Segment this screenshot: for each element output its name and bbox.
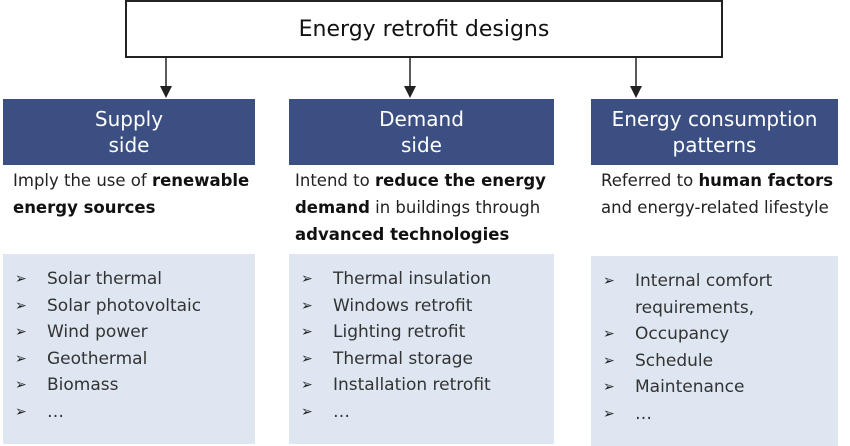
demand-side-list: ➢ Thermal insulation ➢ Windows retrofit ➢ Lig… [289, 254, 554, 444]
list-item-label: Solar thermal [47, 269, 163, 289]
list-item-label: Maintenance [635, 377, 745, 397]
column-supply-side: Supply side Imply the use of renewable e… [3, 99, 255, 444]
list-item: ➢ Windows retrofit [301, 293, 554, 320]
list-item-label: Schedule [635, 350, 714, 371]
list-item-label: Solar photovoltaic [47, 295, 202, 316]
description-emphasis: advanced technologies [295, 225, 510, 244]
arrow-bullet-icon: ➢ [301, 324, 313, 340]
column-demand-side: Demand side Intend to reduce the energy … [289, 99, 554, 444]
list-item: ➢… [301, 399, 554, 426]
arrow-bullet-icon: ➢ [603, 379, 615, 395]
supply-side-header: Supply side [3, 99, 255, 165]
list-item-label: Thermal insulation [333, 269, 492, 289]
arrow-bullet-icon: ➢ [301, 297, 313, 314]
description-text: Referred to [601, 171, 699, 190]
header-line: side [401, 133, 442, 157]
list-item-label: … [333, 401, 350, 422]
consumption-patterns-description: Referred to human factors and energy-rel… [591, 165, 838, 249]
list-item: ➢ Lighting retrofit [301, 319, 554, 346]
description-text: Intend to [295, 171, 375, 190]
list-item: ➢ Geothermal [15, 346, 255, 373]
list-item: ➢ Solar thermal [15, 266, 255, 293]
list-item-label: Biomass [47, 375, 119, 395]
list-item-label: Thermal storage [333, 348, 473, 369]
demand-side-header: Demand side [289, 99, 554, 165]
arrow-bullet-icon: ➢ [301, 377, 313, 393]
list-item-label: … [635, 403, 652, 424]
description-text: in buildings through [369, 198, 541, 217]
list-item: ➢… [15, 399, 255, 426]
arrow-bullet-icon: ➢ [15, 324, 27, 340]
arrow-bullet-icon: ➢ [301, 271, 313, 287]
description-emphasis: human factors [698, 171, 834, 190]
description-text: Imply the use of [13, 171, 152, 190]
arrow-bullet-icon: ➢ [15, 377, 27, 393]
list-item-label: Geothermal [47, 348, 148, 369]
list-item: ➢ Thermal insulation [301, 266, 554, 293]
description-emphasis: renewable energy sources [13, 171, 250, 217]
list-item: ➢ Wind power [15, 319, 255, 346]
arrow-bullet-icon: ➢ [15, 403, 27, 420]
description-text: and energy-related lifestyle [601, 198, 829, 217]
header-line: Demand [379, 107, 464, 131]
arrow-bullet-icon: ➢ [603, 273, 615, 289]
arrow-bullet-icon: ➢ [15, 271, 27, 287]
column-consumption-patterns: Energy consumption patterns Referred to … [591, 99, 838, 446]
header-line: side [108, 133, 150, 157]
list-item-label: Installation retrofit [333, 375, 491, 395]
list-item-label: Lighting retrofit [333, 322, 466, 342]
arrow-bullet-icon: ➢ [301, 403, 313, 420]
arrow-bullet-icon: ➢ [15, 350, 27, 367]
header-line: Energy consumption [611, 107, 818, 131]
consumption-patterns-header: Energy consumption patterns [591, 99, 838, 165]
header-line: patterns [672, 133, 757, 157]
arrow-bullet-icon: ➢ [603, 405, 615, 422]
consumption-patterns-list: ➢ Internal comfort requirements, ➢ Occupanc… [591, 256, 838, 446]
description-emphasis: reduce the energy demand [295, 171, 546, 217]
list-item: ➢ Maintenance [603, 374, 838, 401]
arrow-bullet-icon: ➢ [603, 352, 615, 369]
list-item: ➢… [603, 401, 838, 428]
list-item-label: Wind power [47, 322, 148, 342]
supply-side-description: Imply the use of renewable energy source… [3, 165, 255, 249]
arrow-bullet-icon: ➢ [15, 297, 27, 314]
arrow-bullet-icon: ➢ [301, 350, 313, 367]
list-item: ➢ Thermal storage [301, 346, 554, 373]
list-item: ➢ Occupancy [603, 321, 838, 348]
list-item: ➢ Internal comfort requirements, [603, 268, 838, 321]
list-item-label: Internal comfort requirements, [635, 271, 773, 318]
list-item: ➢ Biomass [15, 372, 255, 399]
diagram-title: Energy retrofit designs [125, 0, 723, 58]
list-item: ➢ Installation retrofit [301, 372, 554, 399]
list-item-label: Occupancy [635, 324, 730, 344]
list-item: ➢ Schedule [603, 348, 838, 375]
header-line: Supply [94, 107, 164, 131]
supply-side-list: ➢ Solar thermal ➢ Solar photovoltaic ➢ Wind p… [3, 254, 255, 444]
list-item: ➢ Solar photovoltaic [15, 293, 255, 320]
list-item-label: Windows retrofit [333, 295, 473, 316]
arrow-bullet-icon: ➢ [603, 326, 615, 342]
list-item-label: … [47, 401, 64, 422]
demand-side-description: Intend to reduce the energy demand in bu… [289, 165, 554, 249]
